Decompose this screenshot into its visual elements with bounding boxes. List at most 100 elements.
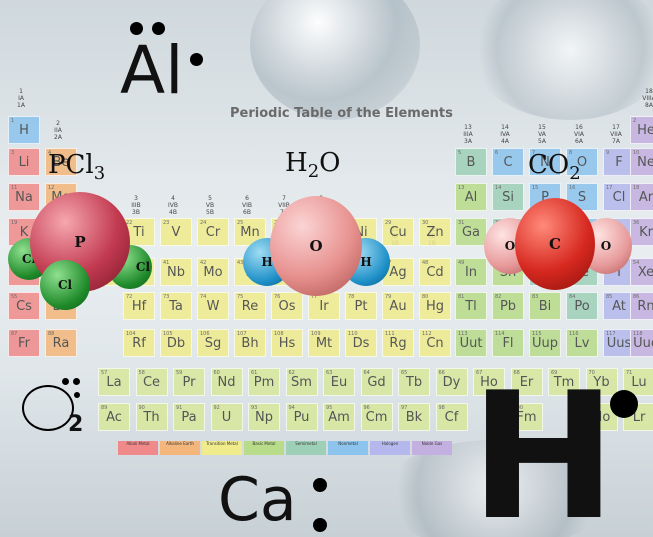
element-symbol: Tb xyxy=(405,375,423,390)
element-symbol: Uut xyxy=(459,336,483,351)
element-symbol: Dy xyxy=(442,375,461,390)
element-symbol: He xyxy=(637,123,653,138)
element-symbol: Ne xyxy=(637,155,653,170)
atomic-number: 77 xyxy=(311,294,318,300)
atomic-number: 11 xyxy=(11,185,18,191)
element-symbol: Hf xyxy=(131,299,147,314)
atomic-number: 9 xyxy=(606,150,610,156)
atomic-number: 78 xyxy=(348,294,355,300)
element-symbol: Kr xyxy=(639,225,653,240)
atomic-number: 109 xyxy=(311,331,321,337)
atomic-number: 13 xyxy=(458,185,465,191)
group-label: 18 VIIIA 8A xyxy=(642,88,653,109)
element-symbol: Pa xyxy=(181,410,197,425)
element-symbol: Nb xyxy=(167,265,185,280)
atomic-number: 18 xyxy=(633,185,640,191)
element-symbol: Cf xyxy=(444,410,459,425)
atomic-number: 60 xyxy=(213,370,220,376)
element-symbol: H xyxy=(19,123,29,138)
element-symbol: At xyxy=(612,299,626,314)
element-symbol: Ds xyxy=(352,336,370,351)
atomic-number: 76 xyxy=(274,294,281,300)
atomic-number: 111 xyxy=(385,331,395,337)
element-symbol: Ti xyxy=(133,225,145,240)
group-label: 14 IVA 4A xyxy=(500,124,510,145)
group-label: 2 IIA 2A xyxy=(54,120,62,141)
element-symbol: Hg xyxy=(425,299,445,314)
element-symbol: Np xyxy=(255,410,273,425)
element-symbol: C xyxy=(503,155,513,170)
element-symbol: In xyxy=(464,265,478,280)
atomic-number: 58 xyxy=(138,370,145,376)
electron-dot xyxy=(313,478,327,492)
atomic-number: 6 xyxy=(495,150,499,156)
atomic-number: 116 xyxy=(569,331,579,337)
element-symbol: No xyxy=(592,410,611,425)
group-label: 1 IA 1A xyxy=(17,88,25,109)
ca-symbol: Ca xyxy=(218,465,297,535)
glass-sphere-right xyxy=(470,0,653,120)
legend-item: Semimetal xyxy=(286,441,326,455)
electron-dot xyxy=(73,378,80,385)
pcl3-label: PCl3 xyxy=(48,150,105,184)
element-symbol: I xyxy=(617,265,621,280)
element-symbol: Na xyxy=(15,190,33,205)
atomic-number: 74 xyxy=(200,294,207,300)
element-symbol: Ar xyxy=(638,190,653,205)
element-symbol: Fr xyxy=(18,336,30,351)
atomic-number: 106 xyxy=(200,331,210,337)
element-symbol: Sm xyxy=(291,375,312,390)
element-symbol: Be xyxy=(52,155,70,170)
glass-sphere-bottom xyxy=(380,440,610,537)
co2-subscript: 2 xyxy=(569,163,581,185)
element-symbol: B xyxy=(466,155,476,170)
atomic-number: 90 xyxy=(138,405,145,411)
atomic-number: 62 xyxy=(288,370,295,376)
element-symbol: K xyxy=(19,225,29,240)
atomic-number: 102 xyxy=(588,405,599,411)
atomic-number: 80 xyxy=(422,294,429,300)
element-symbol: Mo xyxy=(203,265,223,280)
electron-dot xyxy=(313,518,327,532)
atomic-number: 104 xyxy=(126,331,136,337)
pcl3-subscript: 3 xyxy=(93,163,106,185)
atomic-number: 1 xyxy=(11,118,15,124)
atomic-number: 2 xyxy=(633,118,637,124)
atomic-number: 42 xyxy=(200,260,207,266)
atomic-number: 19 xyxy=(11,220,18,226)
element-symbol: Yb xyxy=(593,375,610,390)
electron-dot xyxy=(610,390,638,418)
legend-item: Noble Gas xyxy=(412,441,452,455)
element-symbol: Rg xyxy=(389,336,407,351)
element-symbol: Mt xyxy=(315,336,333,351)
element-symbol: Hs xyxy=(278,336,296,351)
atomic-number: 29 xyxy=(385,220,392,226)
element-symbol: Os xyxy=(278,299,296,314)
element-symbol: Rn xyxy=(637,299,653,314)
